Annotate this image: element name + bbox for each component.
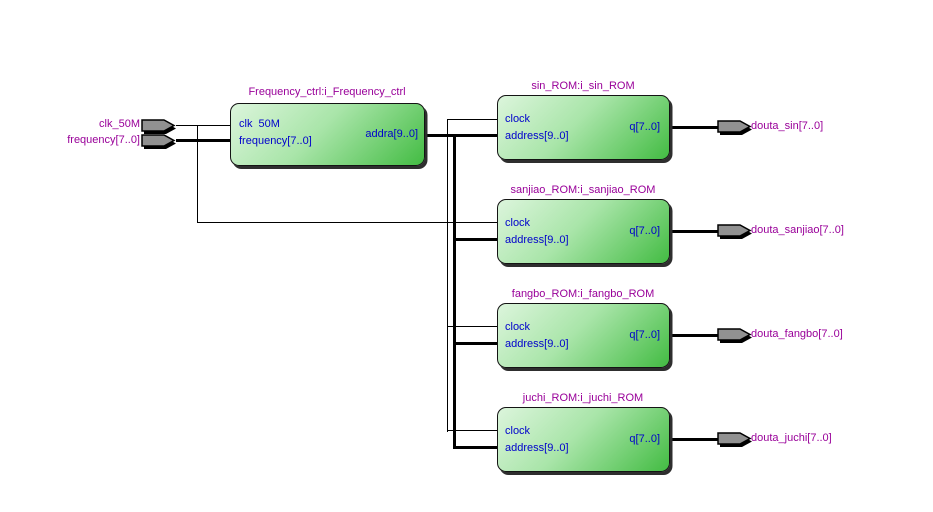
sin-rom-block[interactable] <box>497 95 670 160</box>
wire-q-sanjiao[interactable] <box>669 230 719 233</box>
fangbo-rom-title: fangbo_ROM:i_fangbo_ROM <box>511 288 655 300</box>
sanjiao-rom-block[interactable] <box>497 199 670 264</box>
sanjiao-rom-port-q: q[7..0] <box>629 225 660 237</box>
input-pin-label-clk-50m: clk_50M <box>99 118 140 130</box>
wire-address-fangbo[interactable] <box>453 342 497 345</box>
sin-rom-title: sin_ROM:i_sin_ROM <box>531 80 635 92</box>
wire-clock-juchi[interactable] <box>447 430 497 431</box>
wire-q-fangbo[interactable] <box>669 334 719 337</box>
wire-address-juchi[interactable] <box>453 446 497 449</box>
input-pin-label-frequency: frequency[7..0] <box>67 134 140 146</box>
wire-address-sanjiao[interactable] <box>453 238 497 241</box>
juchi-rom-port-clock: clock <box>505 425 531 437</box>
frequency-ctrl-block[interactable] <box>230 103 425 166</box>
wire-clock-distribution-vertical[interactable] <box>447 119 448 432</box>
juchi-rom-block[interactable] <box>497 407 670 472</box>
sanjiao-rom-port-clock: clock <box>505 217 531 229</box>
sin-rom-port-address: address[9..0] <box>505 130 569 142</box>
wire-q-juchi[interactable] <box>669 438 719 441</box>
output-pin-label-douta-fangbo: douta_fangbo[7..0] <box>751 328 843 340</box>
wire-frequency-bus[interactable] <box>176 139 230 142</box>
wire-addra-vertical[interactable] <box>453 134 456 449</box>
wire-clock-sin[interactable] <box>447 119 497 120</box>
sanjiao-rom-title: sanjiao_ROM:i_sanjiao_ROM <box>510 184 656 196</box>
wire-q-sin[interactable] <box>669 126 719 129</box>
sin-rom-port-clock: clock <box>505 113 531 125</box>
wire-clk-horizontal[interactable] <box>197 222 497 223</box>
juchi-rom-port-q: q[7..0] <box>629 433 660 445</box>
fangbo-rom-port-clock: clock <box>505 321 531 333</box>
output-pin-douta-juchi[interactable] <box>717 432 753 447</box>
sanjiao-rom-port-address: address[9..0] <box>505 234 569 246</box>
fangbo-rom-port-address: address[9..0] <box>505 338 569 350</box>
juchi-rom-port-address: address[9..0] <box>505 442 569 454</box>
sin-rom-port-q: q[7..0] <box>629 121 660 133</box>
input-pin-frequency[interactable] <box>141 134 177 149</box>
fangbo-rom-port-q: q[7..0] <box>629 329 660 341</box>
wire-clock-fangbo[interactable] <box>447 326 497 327</box>
input-pin-clk-50m[interactable] <box>141 119 177 134</box>
fangbo-rom-block[interactable] <box>497 303 670 368</box>
frequency-ctrl-port-clk: clk 50M <box>239 118 280 130</box>
frequency-ctrl-port-addra: addra[9..0] <box>365 128 418 140</box>
frequency-ctrl-title: Frequency_ctrl:i_Frequency_ctrl <box>248 86 406 98</box>
frequency-ctrl-port-frequency: frequency[7..0] <box>239 135 312 147</box>
juchi-rom-title: juchi_ROM:i_juchi_ROM <box>522 392 644 404</box>
output-pin-douta-sanjiao[interactable] <box>717 224 753 239</box>
output-pin-douta-fangbo[interactable] <box>717 328 753 343</box>
wire-clk-branch-vertical[interactable] <box>197 125 198 223</box>
output-pin-label-douta-sanjiao: douta_sanjiao[7..0] <box>751 224 844 236</box>
output-pin-douta-sin[interactable] <box>717 120 753 135</box>
wire-addra-bus[interactable] <box>424 134 497 137</box>
output-pin-label-douta-sin: douta_sin[7..0] <box>751 120 824 132</box>
output-pin-label-douta-juchi: douta_juchi[7..0] <box>751 432 832 444</box>
wire-clk-pin[interactable] <box>176 125 230 126</box>
